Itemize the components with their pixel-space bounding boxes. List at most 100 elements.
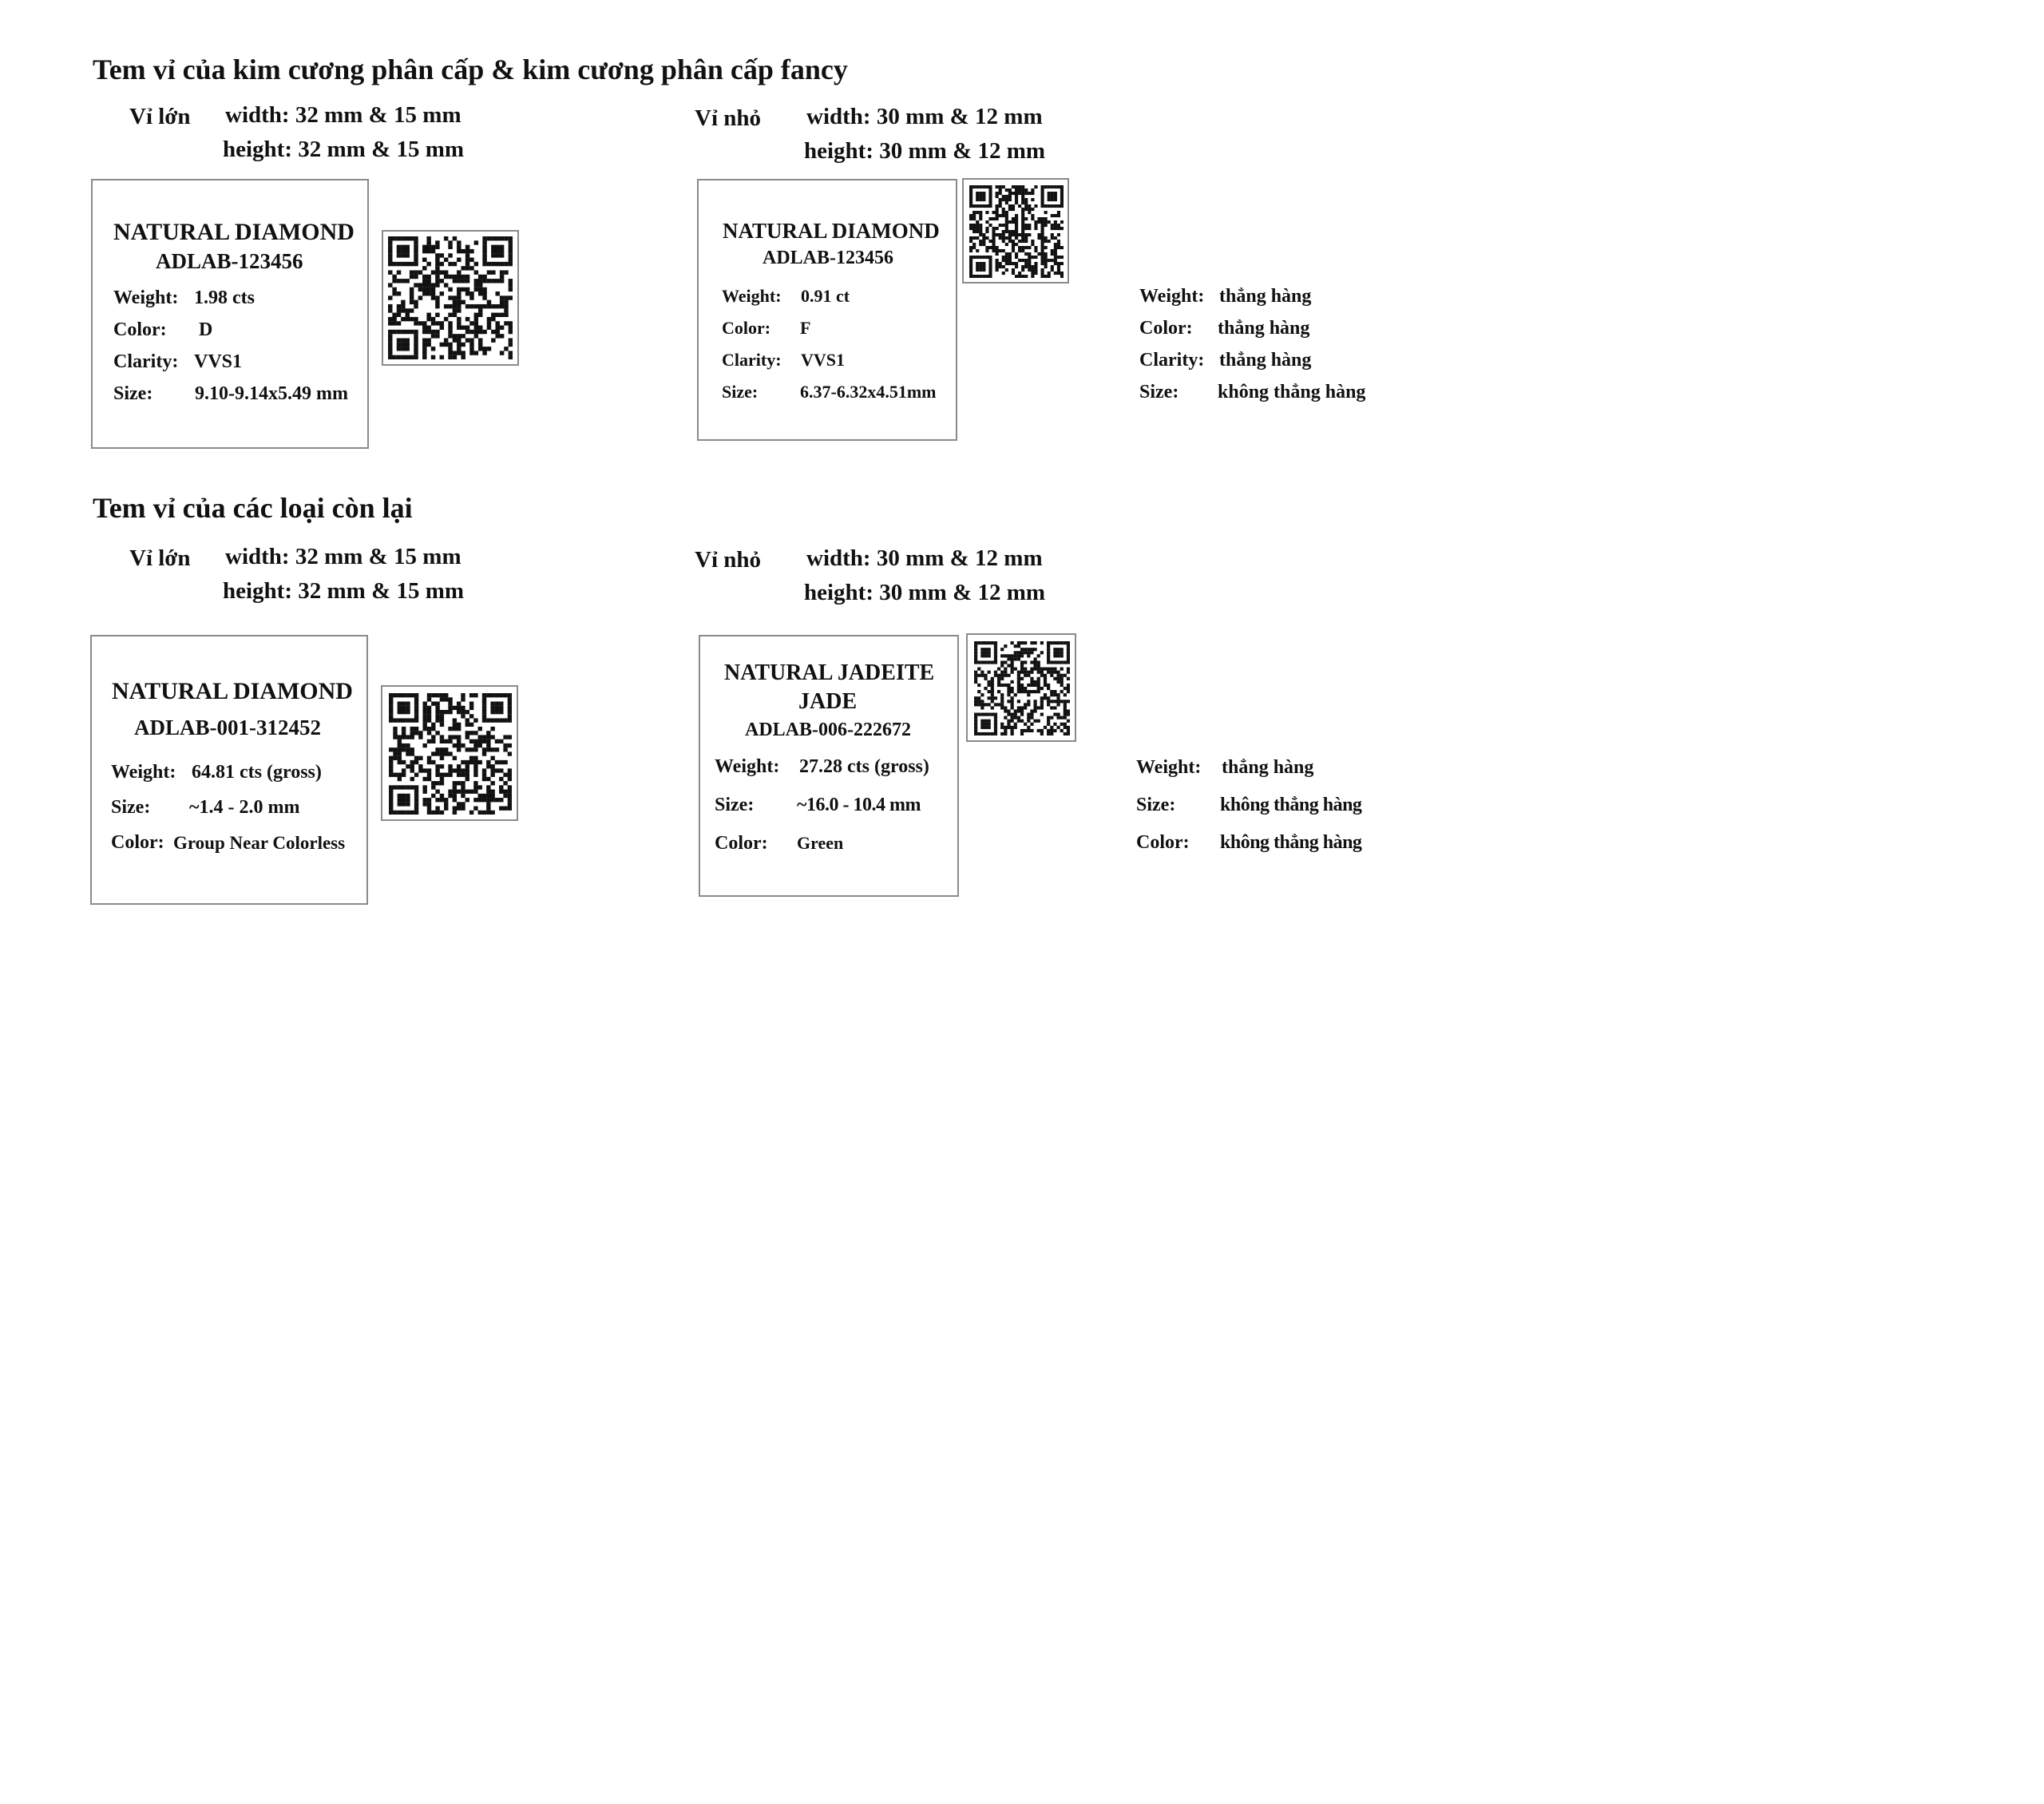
- qr-module: [1010, 716, 1014, 720]
- qr-module: [482, 248, 487, 254]
- qr-module: [499, 295, 505, 300]
- qr-module: [406, 764, 410, 769]
- qr-module: [426, 718, 432, 723]
- qr-module: [1010, 725, 1014, 729]
- qr-module: [469, 759, 474, 765]
- qr-module: [504, 303, 509, 309]
- qr-module: [426, 283, 431, 287]
- qr-module: [1013, 693, 1017, 697]
- qr-module: [422, 291, 427, 296]
- qr-module: [406, 718, 410, 723]
- qr-module: [473, 789, 478, 794]
- qr-module: [1008, 230, 1012, 234]
- qr-module: [1047, 719, 1051, 723]
- qr-module: [461, 355, 465, 359]
- qr-module: [1053, 693, 1057, 697]
- qr-module: [465, 731, 470, 735]
- qr-module: [992, 211, 996, 215]
- qr-module: [465, 316, 470, 322]
- note-label: Weight:: [1139, 286, 1205, 307]
- qr-module: [461, 781, 465, 786]
- qr-module: [987, 696, 991, 700]
- qr-module: [473, 316, 479, 322]
- qr-module: [1036, 719, 1040, 723]
- qr-module: [1011, 208, 1016, 212]
- qr-module: [1050, 204, 1054, 208]
- qr-module: [422, 701, 427, 706]
- qr-module: [397, 709, 402, 715]
- qr-module: [435, 781, 440, 786]
- qr-module: [461, 693, 465, 698]
- qr-module: [1027, 690, 1031, 694]
- qr-module: [982, 256, 986, 260]
- qr-module: [414, 321, 418, 326]
- qr-module: [1034, 262, 1038, 266]
- qr-module: [486, 270, 492, 275]
- qr-module: [482, 253, 487, 258]
- qr-module: [1024, 227, 1028, 231]
- qr-module: [1050, 716, 1054, 720]
- qr-module: [1010, 690, 1014, 694]
- qr-module: [456, 701, 461, 706]
- qr-module: [1024, 660, 1028, 664]
- qr-module: [422, 266, 427, 271]
- qr-module: [979, 240, 983, 244]
- qr-module: [499, 244, 505, 250]
- row-value: 9.10-9.14x5.49 mm: [195, 383, 348, 404]
- qr-module: [503, 781, 508, 786]
- qr-module: [490, 705, 495, 711]
- qr-module: [388, 261, 393, 267]
- qr-module: [481, 776, 487, 782]
- qr-module: [1056, 700, 1060, 704]
- qr-module: [1030, 690, 1034, 694]
- qr-module: [414, 316, 418, 322]
- qr-module: [1040, 706, 1044, 710]
- qr-module: [473, 785, 478, 790]
- qr-module: [1028, 246, 1032, 250]
- qr-module: [974, 673, 978, 677]
- qr-module: [985, 249, 989, 253]
- qr-module: [396, 279, 402, 283]
- qr-module: [414, 283, 418, 287]
- qr-module: [1031, 188, 1035, 192]
- qr-module: [1024, 728, 1028, 733]
- qr-module: [1047, 648, 1051, 652]
- qr-module: [1050, 706, 1054, 710]
- qr-module: [431, 701, 436, 706]
- qr-module: [392, 279, 397, 283]
- qr-module: [495, 329, 500, 335]
- qr-module: [491, 261, 496, 267]
- qr-module: [507, 735, 512, 739]
- qr-module: [504, 236, 509, 241]
- qr-module: [426, 798, 432, 803]
- qr-module: [1014, 233, 1019, 237]
- qr-module: [1024, 703, 1028, 707]
- qr-module: [507, 743, 512, 748]
- qr-module: [439, 781, 445, 786]
- qr-module: [1030, 676, 1034, 680]
- qr-module: [443, 257, 449, 262]
- qr-module: [486, 321, 492, 326]
- qr-module: [401, 693, 406, 698]
- qr-module: [995, 195, 999, 199]
- qr-module: [481, 697, 487, 702]
- qr-module: [457, 316, 461, 322]
- qr-module: [392, 236, 397, 241]
- qr-module: [491, 329, 496, 335]
- qr-module: [469, 347, 474, 351]
- qr-module: [507, 802, 512, 807]
- qr-module: [1021, 233, 1025, 237]
- qr-module: [1016, 690, 1021, 694]
- qr-module: [396, 338, 402, 343]
- note-value: thẳng hàng: [1219, 286, 1312, 307]
- qr-module: [1021, 249, 1025, 253]
- qr-module: [409, 316, 414, 322]
- qr-module: [452, 793, 458, 799]
- qr-module: [393, 693, 398, 698]
- qr-module: [422, 342, 427, 347]
- qr-module: [457, 321, 461, 326]
- qr-module: [1021, 214, 1025, 218]
- qr-module: [976, 265, 980, 269]
- qr-module: [985, 220, 989, 224]
- qr-module: [1010, 686, 1014, 691]
